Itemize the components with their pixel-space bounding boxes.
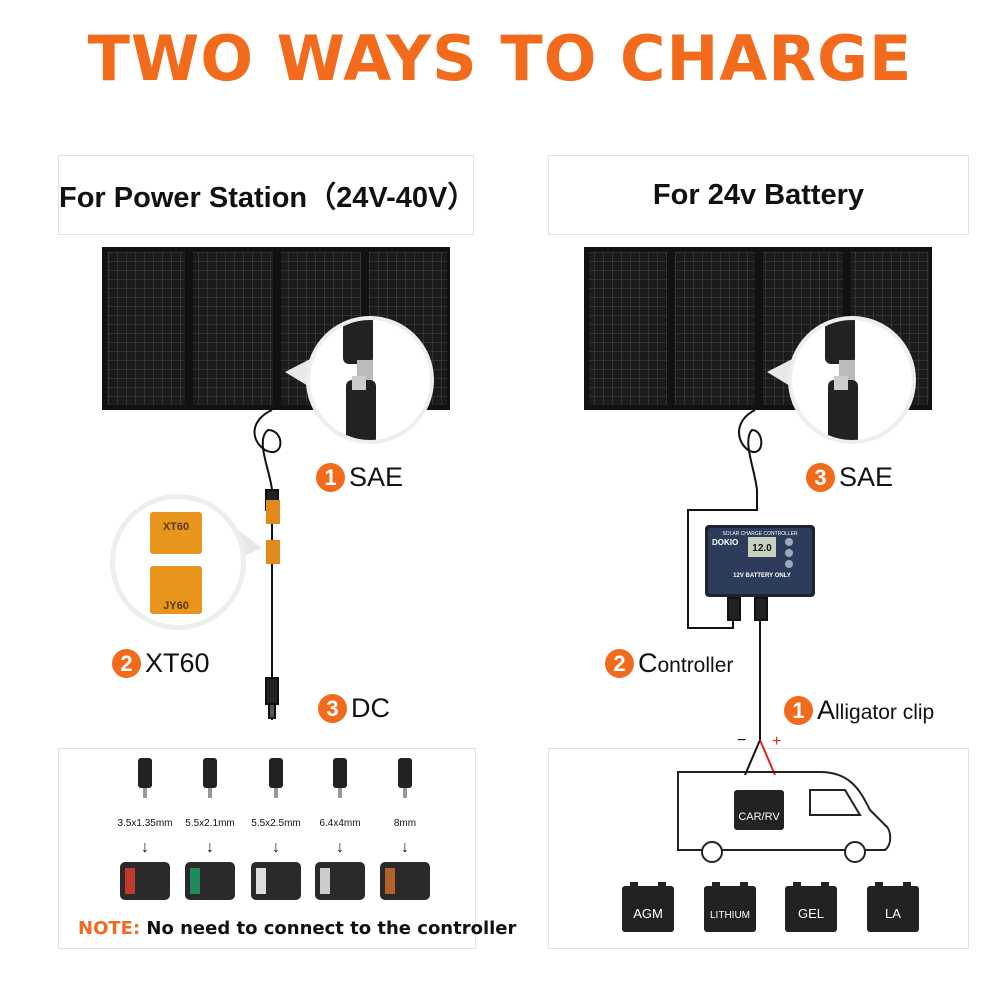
step-label-first: C	[638, 648, 658, 678]
step-alligator-clip: 1 Alligator clip	[784, 695, 934, 726]
step-label-first: A	[817, 695, 836, 725]
battery-type-label: AGM	[633, 906, 663, 921]
step-dc: 3 DC	[318, 693, 390, 724]
dc-size-label: 8mm	[393, 818, 417, 829]
step-label-rest: ontroller	[657, 654, 734, 677]
rv-vehicle	[677, 771, 892, 863]
svg-text:↓: ↓	[336, 839, 344, 856]
dc-adapter: ↓	[185, 758, 235, 900]
step-label: SAE	[839, 462, 894, 492]
dc-adapter: ↓	[120, 758, 170, 900]
controller-display: 12.0	[752, 543, 772, 554]
step-label-rest: lligator clip	[835, 701, 935, 724]
battery-type-label: LA	[885, 906, 901, 921]
controller-brand: DOKIO	[712, 538, 738, 547]
controller-title: SOLAR CHARGE CONTROLLER	[722, 531, 798, 537]
minus-sign: −	[737, 732, 746, 749]
note-text: No need to connect to the controller	[140, 918, 517, 939]
cable-right	[687, 409, 768, 740]
cable-left	[253, 409, 282, 720]
dc-size-label: 3.5x1.35mm	[117, 818, 173, 829]
dc-adapters: ↓ ↓ ↓ ↓ ↓	[120, 758, 430, 900]
battery-gel: GEL	[785, 882, 837, 932]
battery-lithium: LITHIUM	[704, 882, 756, 932]
step-sae-right: 3 SAE	[806, 462, 893, 493]
step-number: 3	[318, 694, 347, 723]
xt60-connector-zoom: XT60 JY60	[110, 494, 262, 630]
battery-la: LA	[867, 882, 919, 932]
svg-text:↓: ↓	[206, 839, 214, 856]
xt60-label: XT60	[163, 521, 189, 533]
step-label: SAE	[349, 462, 404, 492]
step-number: 3	[806, 463, 835, 492]
note-key: NOTE:	[78, 918, 141, 939]
jy60-label: JY60	[163, 600, 189, 612]
car-rv-label: CAR/RV	[738, 811, 780, 823]
battery-types: AGM LITHIUM GEL LA	[622, 882, 919, 932]
step-label: DC	[351, 693, 390, 723]
step-label: XT60	[145, 648, 210, 678]
sae-connector-zoom-left	[285, 316, 434, 444]
controller-battery-only: 12V BATTERY ONLY	[733, 573, 791, 579]
dc-size-label: 5.5x2.1mm	[185, 818, 235, 829]
svg-text:↓: ↓	[401, 839, 409, 856]
power-station-panel	[58, 748, 476, 949]
step-number: 2	[605, 649, 634, 678]
battery-panel	[548, 748, 969, 949]
dc-adapter: ↓	[380, 758, 430, 900]
step-number: 2	[112, 649, 141, 678]
dc-adapter: ↓	[251, 758, 301, 900]
note: NOTE: No need to connect to the controll…	[78, 918, 516, 939]
svg-text:↓: ↓	[272, 839, 280, 856]
power-station-header: For Power Station（24V-40V）	[58, 155, 476, 235]
solar-charge-controller: SOLAR CHARGE CONTROLLER DOKIO 12.0 12V B…	[705, 525, 815, 597]
step-sae-left: 1 SAE	[316, 462, 403, 493]
plus-sign: +	[772, 733, 781, 750]
sae-connector-zoom-right	[767, 316, 916, 444]
battery-type-label: GEL	[798, 906, 824, 921]
svg-text:↓: ↓	[141, 839, 149, 856]
page-title: TWO WAYS TO CHARGE	[87, 22, 913, 95]
battery-agm: AGM	[622, 882, 674, 932]
battery-header: For 24v Battery	[548, 155, 969, 235]
dc-adapter: ↓	[315, 758, 365, 900]
dc-size-label: 6.4x4mm	[319, 818, 361, 829]
step-number: 1	[784, 696, 813, 725]
step-controller: 2 Controller	[605, 648, 733, 679]
step-xt60: 2 XT60	[112, 648, 210, 679]
dc-size-label: 5.5x2.5mm	[251, 818, 301, 829]
battery-type-label: LITHIUM	[710, 910, 750, 921]
alligator-clips	[744, 739, 776, 776]
car-rv-battery: CAR/RV	[734, 790, 784, 830]
step-number: 1	[316, 463, 345, 492]
